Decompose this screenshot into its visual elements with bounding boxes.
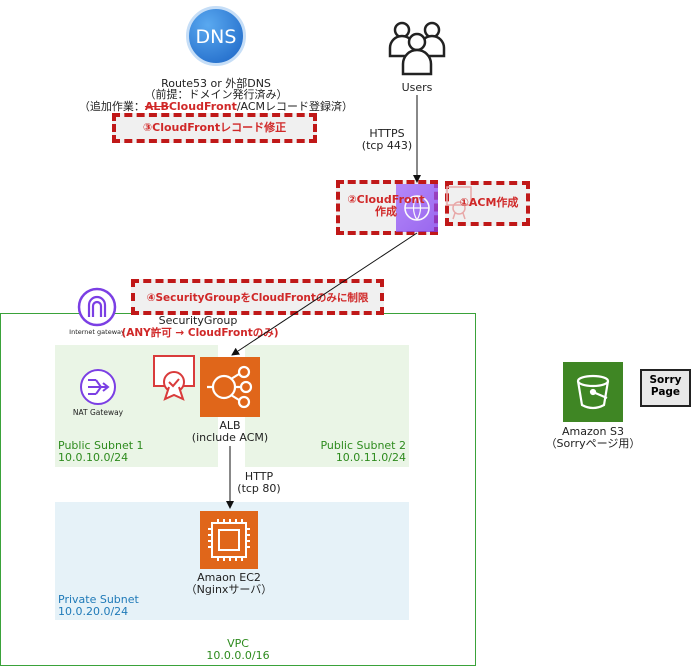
sorry-page-line1: Sorry <box>649 374 682 386</box>
public-subnet-1-name: Public Subnet 1 <box>58 439 144 452</box>
annotation-3-text: ③CloudFrontレコード修正 <box>142 121 287 134</box>
sorry-page-box: Sorry Page <box>640 369 691 407</box>
annotation-1-box <box>445 181 530 226</box>
nat-gateway-icon <box>80 369 116 405</box>
dns-icon-text: DNS <box>195 26 237 48</box>
internet-gateway-label: Internet gateway <box>69 328 125 336</box>
private-subnet-cidr: 10.0.20.0/24 <box>58 605 129 618</box>
s3-label-line1: Amazon S3 <box>562 425 624 438</box>
vpc-name: VPC <box>227 637 249 650</box>
ec2-icon <box>200 511 258 569</box>
dns-line3-prefix: （追加作業： <box>78 100 145 113</box>
alb-acm-certificate-icon <box>153 355 195 401</box>
dns-icon: DNS <box>186 6 246 66</box>
dns-line3-suffix: /ACMレコード登録済） <box>236 100 354 113</box>
vpc-cidr: 10.0.0.0/16 <box>206 649 270 662</box>
security-group-label: SecurityGroup <box>158 314 238 327</box>
s3-icon <box>563 362 623 422</box>
dns-line3-red: CloudFront <box>168 100 237 113</box>
dns-label-line3: （追加作業：ALBCloudFront/ACMレコード登録済） <box>56 101 376 113</box>
ec2-label-line2: （Nginxサーバ） <box>185 583 273 596</box>
users-label: Users <box>401 81 433 94</box>
internet-gateway-icon <box>77 287 117 327</box>
annotation-3-box <box>112 113 317 143</box>
dns-label-line2: （前提：ドメイン発行済み） <box>144 88 288 101</box>
http-label-line1: HTTP <box>244 470 274 483</box>
s3-label-line2: （Sorryページ用） <box>545 437 641 450</box>
https-label-line2: (tcp 443) <box>361 139 413 152</box>
public-subnet-1-cidr: 10.0.10.0/24 <box>58 451 129 464</box>
ec2-label-line1: Amaon EC2 <box>197 571 261 584</box>
annotation-2-line1: ②CloudFront <box>347 193 425 206</box>
private-subnet-name: Private Subnet <box>58 593 139 606</box>
public-subnet-2-name: Public Subnet 2 <box>320 439 406 452</box>
annotation-4-text: ④SecurityGroupをCloudFrontのみに制限 <box>146 292 369 304</box>
cloudfront-icon <box>396 184 438 232</box>
acm-certificate-icon <box>446 186 472 220</box>
alb-label-line1: ALB <box>219 419 241 432</box>
http-label-line2: (tcp 80) <box>237 482 281 495</box>
dns-label-line1: Route53 or 外部DNS <box>161 77 271 90</box>
users-icon <box>388 21 446 76</box>
annotation-1-text: ①ACM作成 <box>459 196 519 209</box>
public-subnet-2 <box>245 345 409 467</box>
https-label-line1: HTTPS <box>369 127 405 140</box>
sorry-page-line2: Page <box>650 386 681 398</box>
alb-label-line2: (include ACM) <box>191 431 269 444</box>
alb-icon <box>200 357 260 417</box>
nat-gateway-label: NAT Gateway <box>72 408 124 417</box>
annotation-2-line2: 作成 <box>375 205 397 218</box>
dns-line3-strike: ALB <box>144 100 169 113</box>
security-group-note: (ANY許可 → CloudFrontのみ) <box>121 327 279 339</box>
public-subnet-2-cidr: 10.0.11.0/24 <box>335 451 406 464</box>
